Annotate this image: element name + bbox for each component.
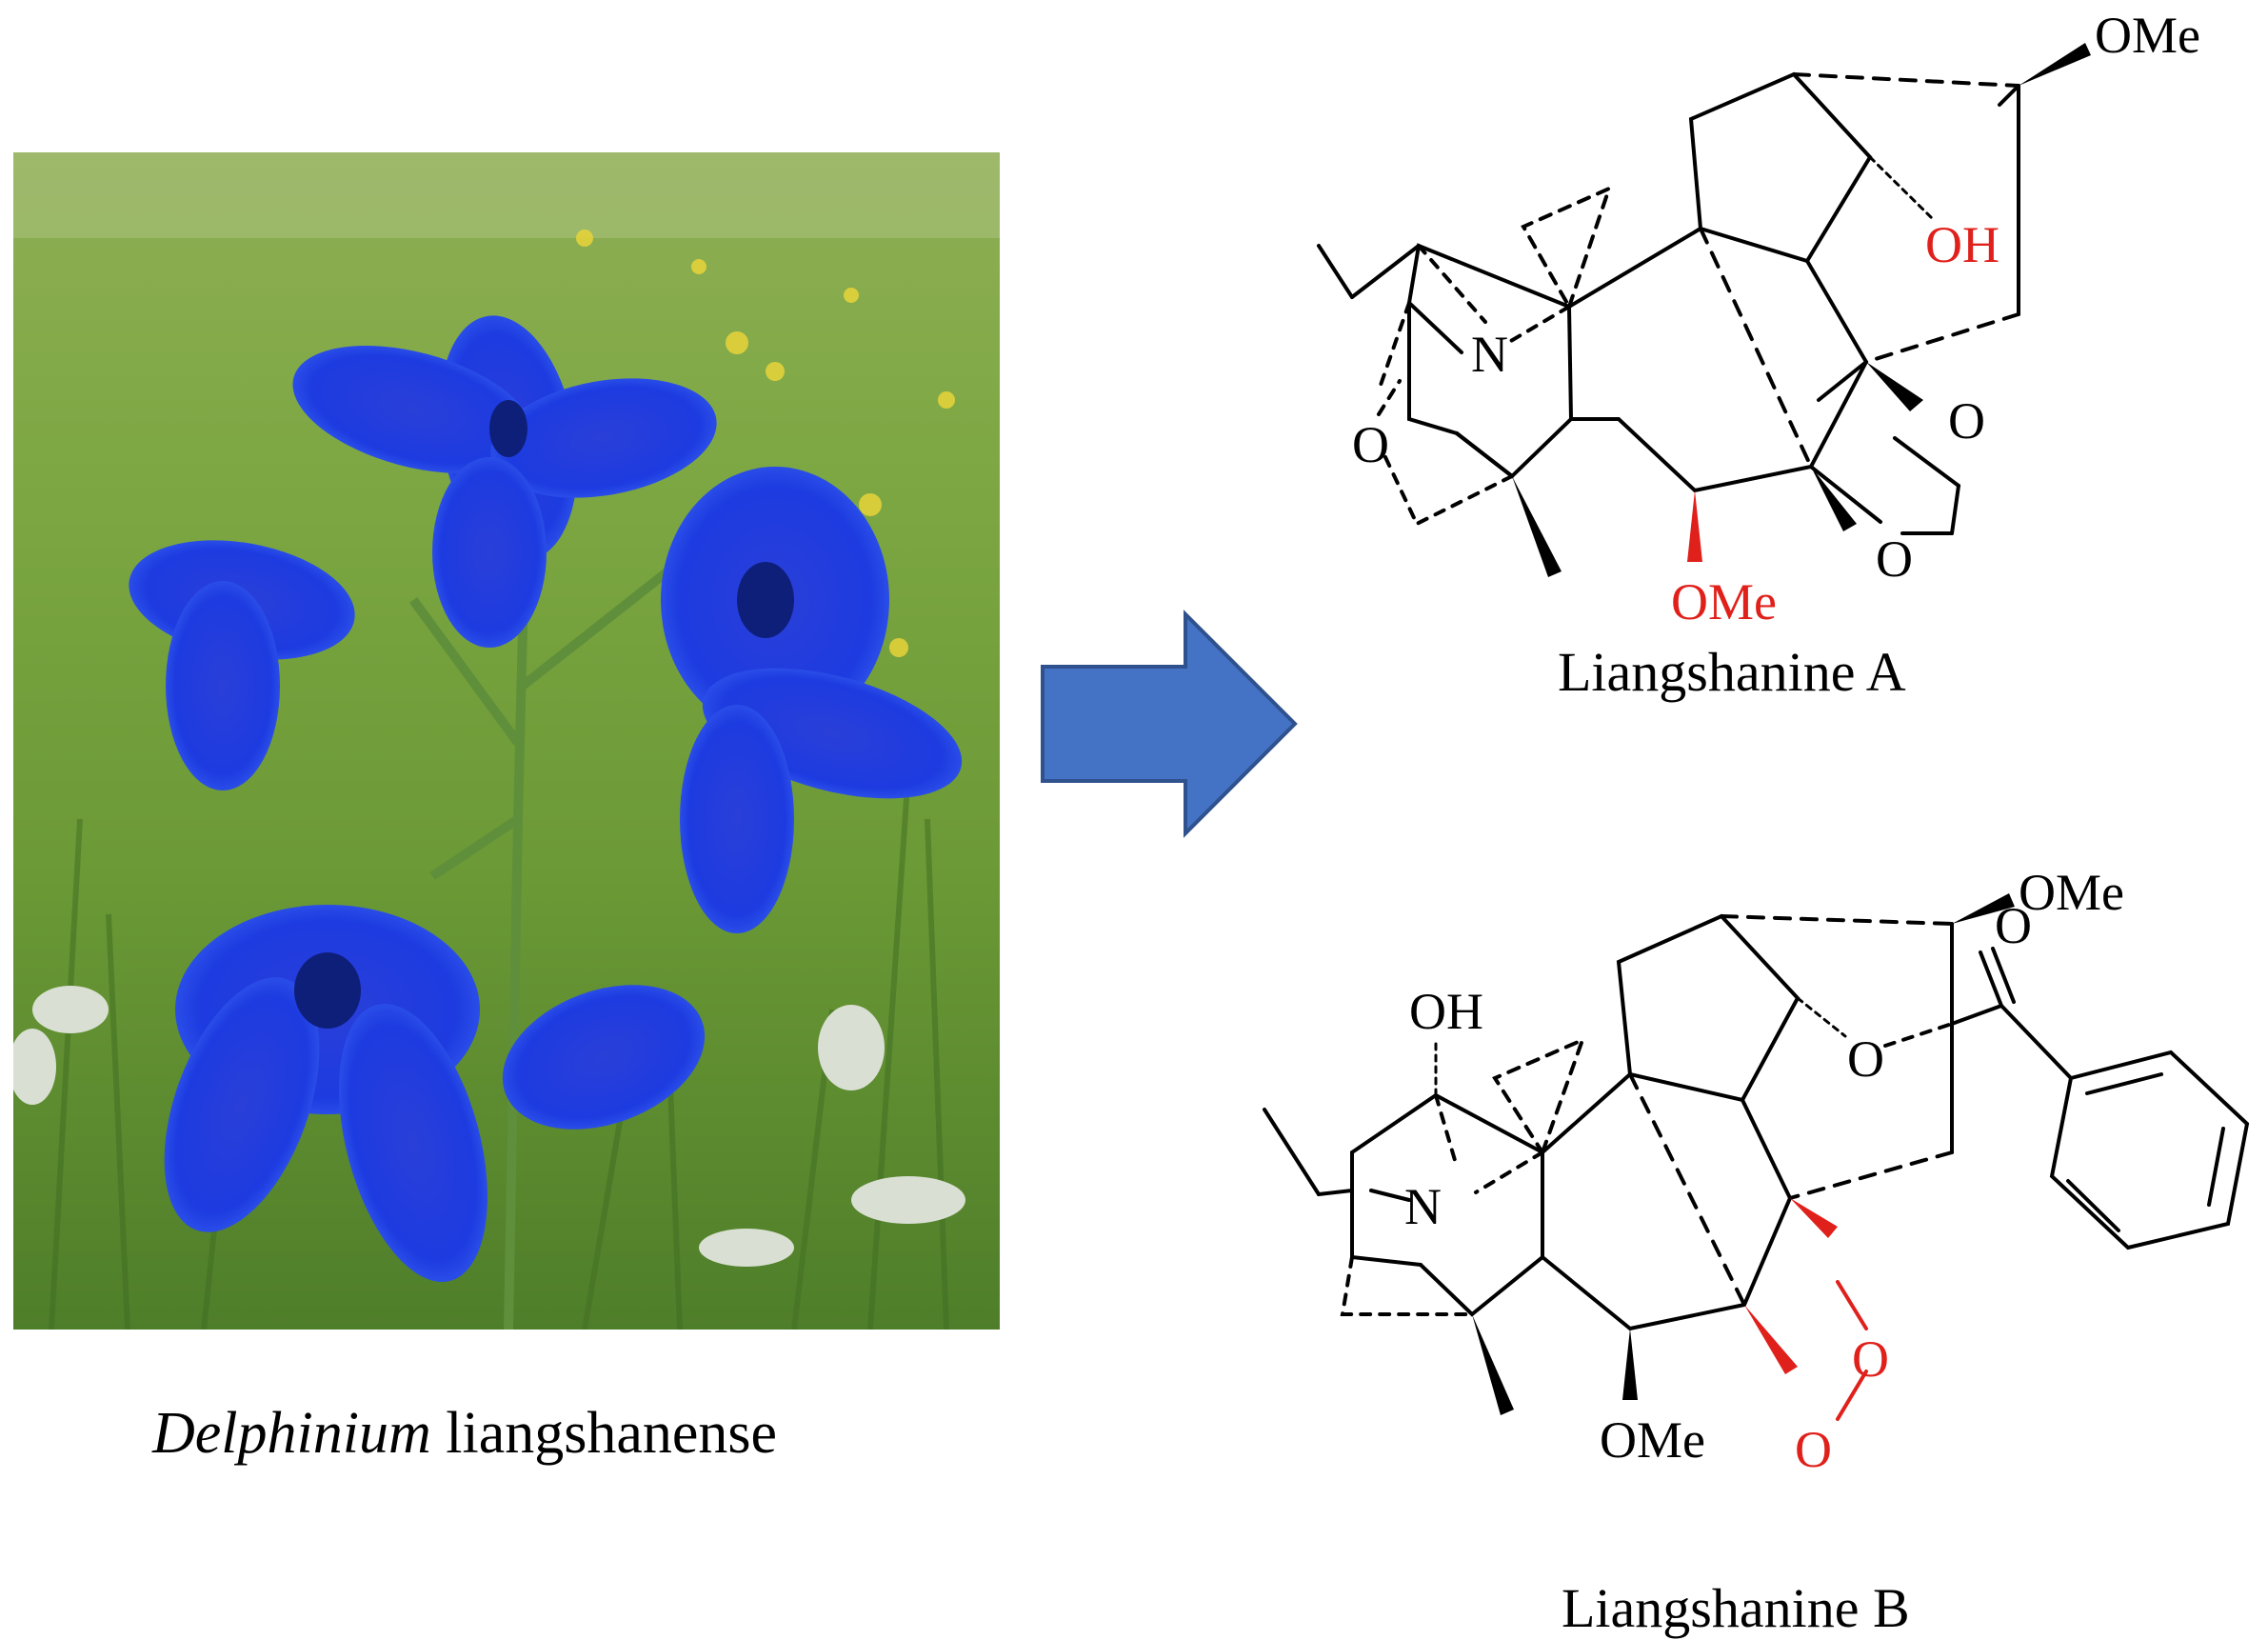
genus-name: Delphinium xyxy=(152,1401,431,1466)
ester-oxygen-label: O xyxy=(1847,1030,1884,1088)
ome-top-label-b: OMe xyxy=(2019,864,2124,921)
compound-b-name: Liangshanine B xyxy=(1562,1577,1910,1639)
species-caption: Delphinium liangshanense xyxy=(152,1400,777,1468)
delphinium-photo xyxy=(13,152,1000,1330)
oh-label: OH xyxy=(1925,216,1999,273)
liangshanine-a-structure: OMe OH N O O O OMe xyxy=(1317,7,2200,630)
compound-a-name: Liangshanine A xyxy=(1558,641,1906,703)
oxygen-ring-label: O xyxy=(1352,416,1389,473)
oxygen-2-label: O xyxy=(1876,530,1913,588)
right-arrow-icon xyxy=(1041,610,1298,838)
oxygen-2-label-b: O xyxy=(1795,1421,1832,1478)
ome-top-label: OMe xyxy=(2095,7,2200,64)
nitrogen-label-b: N xyxy=(1404,1178,1442,1235)
ome-bottom-label-b: OMe xyxy=(1600,1411,1705,1469)
oxygen-1-label-b: O xyxy=(1852,1330,1889,1388)
nitrogen-label: N xyxy=(1471,326,1508,383)
ome-bottom-label: OMe xyxy=(1671,573,1777,630)
species-epithet: liangshanense xyxy=(446,1401,778,1466)
oh-label-b: OH xyxy=(1409,983,1483,1040)
liangshanine-b-structure: OMe O O OH N O O OMe xyxy=(1263,864,2250,1478)
oxygen-1-label: O xyxy=(1948,392,1985,450)
carbonyl-oxygen-label: O xyxy=(1995,897,2032,954)
